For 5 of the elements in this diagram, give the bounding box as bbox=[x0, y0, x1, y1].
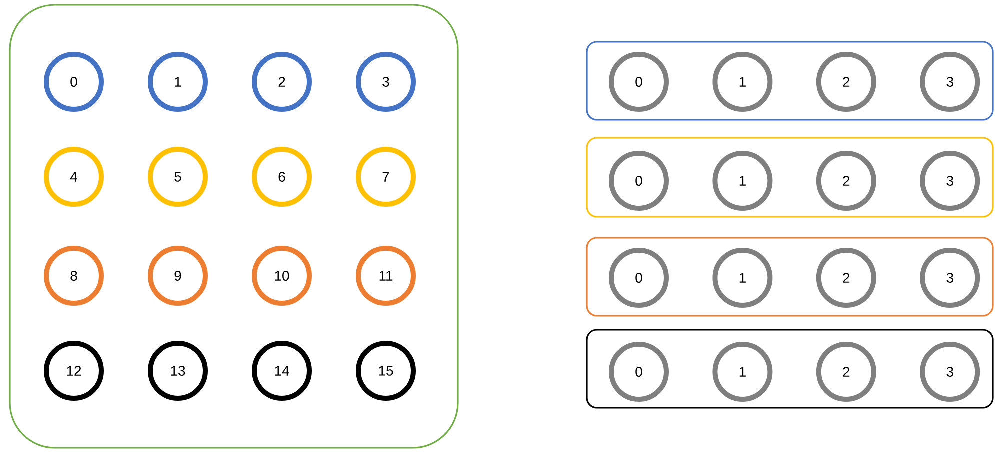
rounded-frame bbox=[9, 4, 459, 449]
row-box bbox=[586, 237, 994, 317]
row-box bbox=[586, 137, 994, 218]
row-box bbox=[586, 41, 994, 121]
row-box bbox=[586, 329, 994, 409]
